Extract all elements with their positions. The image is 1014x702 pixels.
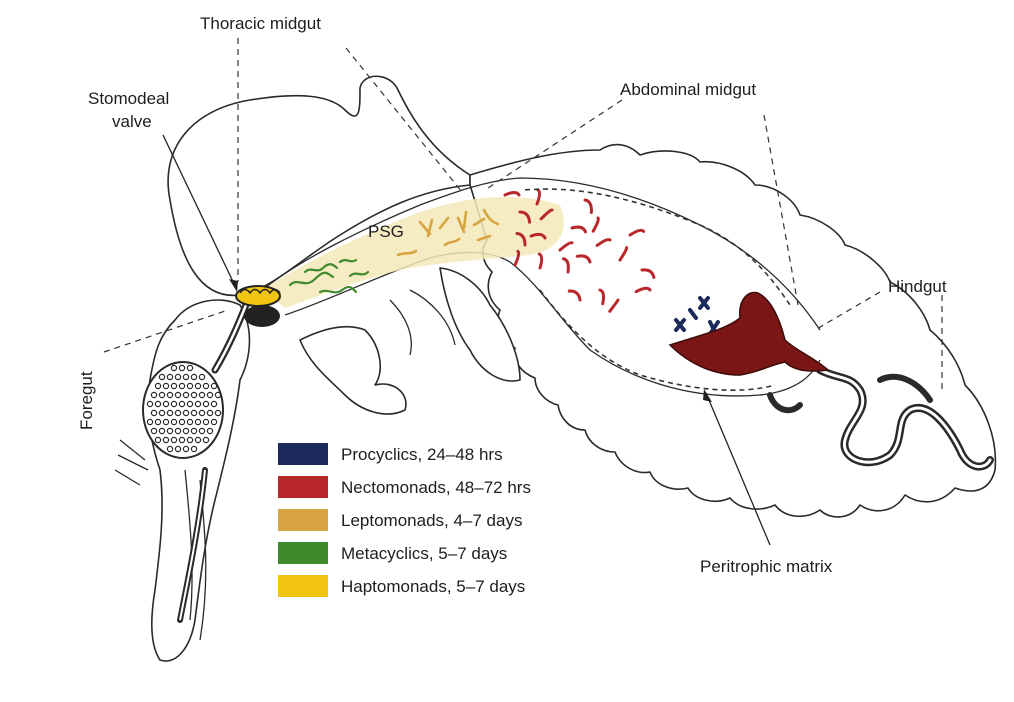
legend-label: Procyclics, 24–48 hrs — [341, 445, 503, 464]
psg-label: PSG — [368, 222, 404, 241]
head-outline — [148, 300, 249, 661]
legend-label: Nectomonads, 48–72 hrs — [341, 478, 531, 497]
legend-label: Leptomonads, 4–7 days — [341, 511, 522, 530]
antenna-lines — [115, 440, 148, 485]
legend-label: Metacyclics, 5–7 days — [341, 544, 507, 563]
sandfly-body-outline — [115, 76, 995, 661]
legend-swatch — [278, 575, 328, 597]
legend-label: Haptomonads, 5–7 days — [341, 577, 525, 596]
label-hindgut: Hindgut — [888, 277, 947, 296]
legend-swatch — [278, 509, 328, 531]
legend-swatch — [278, 443, 328, 465]
wing-ridge — [390, 290, 455, 355]
label-stomodeal-valve-line2: valve — [112, 112, 152, 131]
legend-swatch — [278, 476, 328, 498]
label-stomodeal-valve-line1: Stomodeal — [88, 89, 169, 108]
legend-swatch — [278, 542, 328, 564]
label-peritrophic-matrix: Peritrophic matrix — [700, 557, 833, 576]
label-thoracic-midgut: Thoracic midgut — [200, 14, 321, 33]
label-foregut: Foregut — [77, 371, 96, 430]
wing-lower-left — [300, 327, 406, 414]
label-abdominal-midgut: Abdominal midgut — [620, 80, 756, 99]
